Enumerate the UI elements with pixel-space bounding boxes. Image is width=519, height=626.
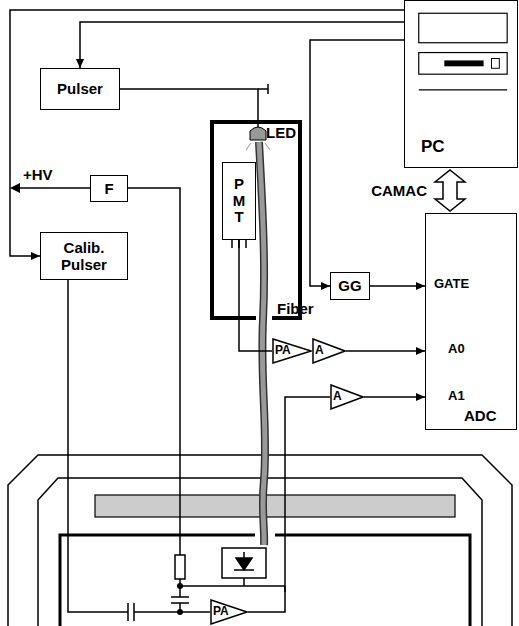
part-label: LED	[265, 124, 297, 141]
junction-dots	[177, 583, 183, 615]
computer-detail	[419, 53, 507, 75]
drawing-stroke	[222, 548, 266, 578]
port-label: A1	[448, 389, 465, 404]
module-box: Pulser	[40, 68, 120, 110]
module-box: GG	[330, 272, 370, 300]
part-label: Fiber	[276, 300, 315, 317]
signal-wire	[310, 40, 404, 286]
amplifier-triangle: A	[312, 338, 346, 364]
drawing-stroke	[128, 188, 180, 555]
drawing-stroke	[95, 495, 455, 517]
detector-circuit	[68, 280, 285, 621]
drawing-stroke	[236, 558, 252, 570]
port-label: ADC	[464, 407, 497, 424]
drawing-stroke	[259, 142, 265, 545]
triangle-shape	[331, 385, 363, 409]
amplifier-triangle: PA	[210, 599, 248, 625]
signal-wire	[370, 285, 425, 287]
port-label: GATE	[434, 277, 469, 292]
drawing-stroke	[18, 187, 90, 189]
triangle-shape	[313, 339, 345, 363]
module-box: PMT	[222, 162, 256, 240]
drawing-stroke	[180, 578, 285, 592]
module-label: F	[104, 180, 113, 197]
module-label: GG	[338, 277, 361, 294]
module-label: Calib. Pulser	[41, 239, 127, 274]
computer-detail	[419, 13, 507, 42]
module-label: PC	[421, 137, 445, 157]
drawing-stroke	[120, 89, 258, 128]
signal-wire	[239, 240, 272, 351]
amplifier-triangle: A	[330, 384, 364, 410]
module-box: F	[90, 175, 128, 202]
module-label: A	[312, 344, 324, 358]
drawing-stroke	[250, 127, 266, 140]
computer: PC	[404, 0, 518, 168]
amplifier-triangle: PA	[272, 338, 312, 364]
module-box: GATE A0A1ADC	[425, 213, 517, 430]
triangle-shape	[211, 600, 247, 624]
computer-detail	[491, 58, 499, 68]
signal-wire	[364, 396, 425, 398]
signal-wire	[80, 22, 404, 68]
module-label: A	[330, 390, 342, 404]
bus-label: CAMAC	[370, 182, 428, 199]
drawing-stroke	[171, 586, 189, 612]
signal-wire	[248, 397, 330, 612]
module-label: PA	[210, 605, 229, 619]
triangle-shape	[273, 339, 311, 363]
computer-detail	[444, 60, 483, 66]
signal-wire	[10, 10, 404, 256]
drawing-stroke	[68, 280, 210, 621]
drawing-stroke	[177, 583, 183, 589]
module-label: Pulser	[57, 80, 103, 97]
signal-wire	[346, 350, 425, 352]
part-label: +HV	[22, 166, 54, 183]
drawing-stroke	[234, 552, 254, 570]
bias-wire	[18, 188, 185, 586]
drawing-stroke	[259, 142, 265, 545]
module-box: Calib. Pulser	[40, 232, 128, 280]
computer-detail	[419, 89, 507, 90]
drawing-stroke	[177, 609, 183, 615]
hv-arrowhead	[10, 183, 20, 193]
bus-arrow	[435, 170, 465, 211]
optical-fiber	[259, 142, 265, 545]
port-label: A0	[448, 342, 465, 357]
drawing-stroke	[258, 84, 268, 94]
module-label: PA	[272, 344, 291, 358]
led-wire	[120, 84, 268, 128]
drawing-stroke	[175, 555, 185, 579]
module-label: PMT	[232, 176, 247, 226]
